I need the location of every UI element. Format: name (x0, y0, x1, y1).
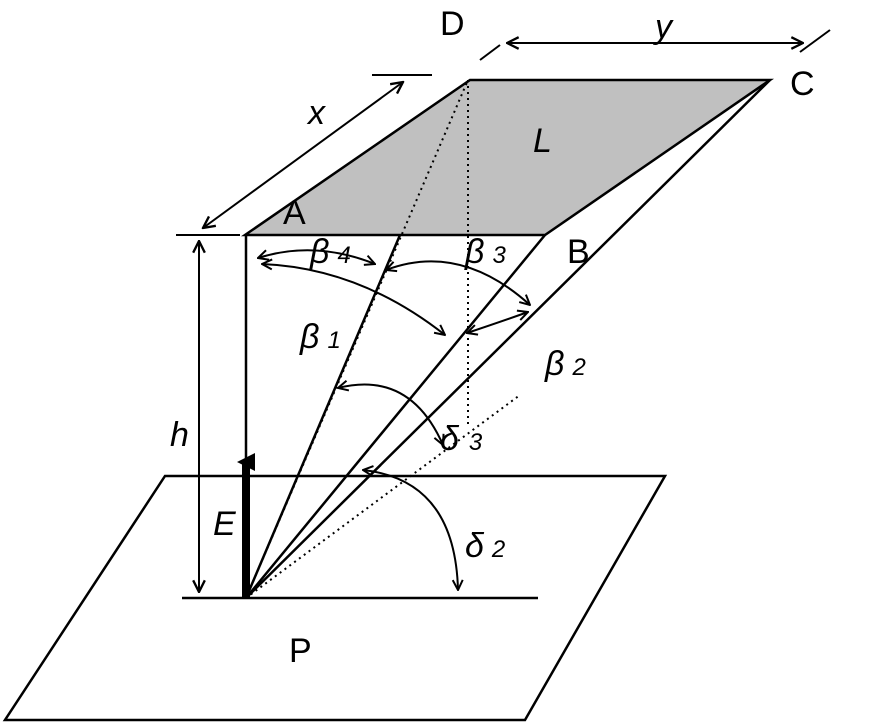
dimension-label-h: h (170, 416, 189, 454)
line-P-mid (244, 234, 402, 599)
dimension-label-y: y (653, 8, 674, 46)
vertex-label-B: B (567, 233, 590, 271)
dotted-P-D (245, 79, 469, 599)
line-P-C (245, 79, 771, 599)
ext-line-D2 (479, 44, 501, 61)
vertex-label-P: P (289, 632, 312, 670)
dotted-P-projection (245, 394, 521, 599)
vertex-label-D: D (440, 5, 465, 43)
surface-label-L: L (533, 122, 552, 160)
vertex-label-C: C (790, 65, 815, 103)
vector-label-E: E (213, 505, 236, 543)
ext-line-C (799, 29, 831, 53)
dimension-label-x: x (306, 94, 326, 132)
ground-plane (2, 474, 668, 722)
arc-beta3 (386, 260, 530, 305)
arc-delta2 (363, 470, 458, 590)
dimension-x-arrow (203, 82, 403, 228)
vertex-label-A: A (283, 194, 306, 232)
arc-beta2 (467, 312, 528, 333)
arc-beta1 (262, 264, 445, 335)
arc-delta3 (338, 385, 443, 445)
